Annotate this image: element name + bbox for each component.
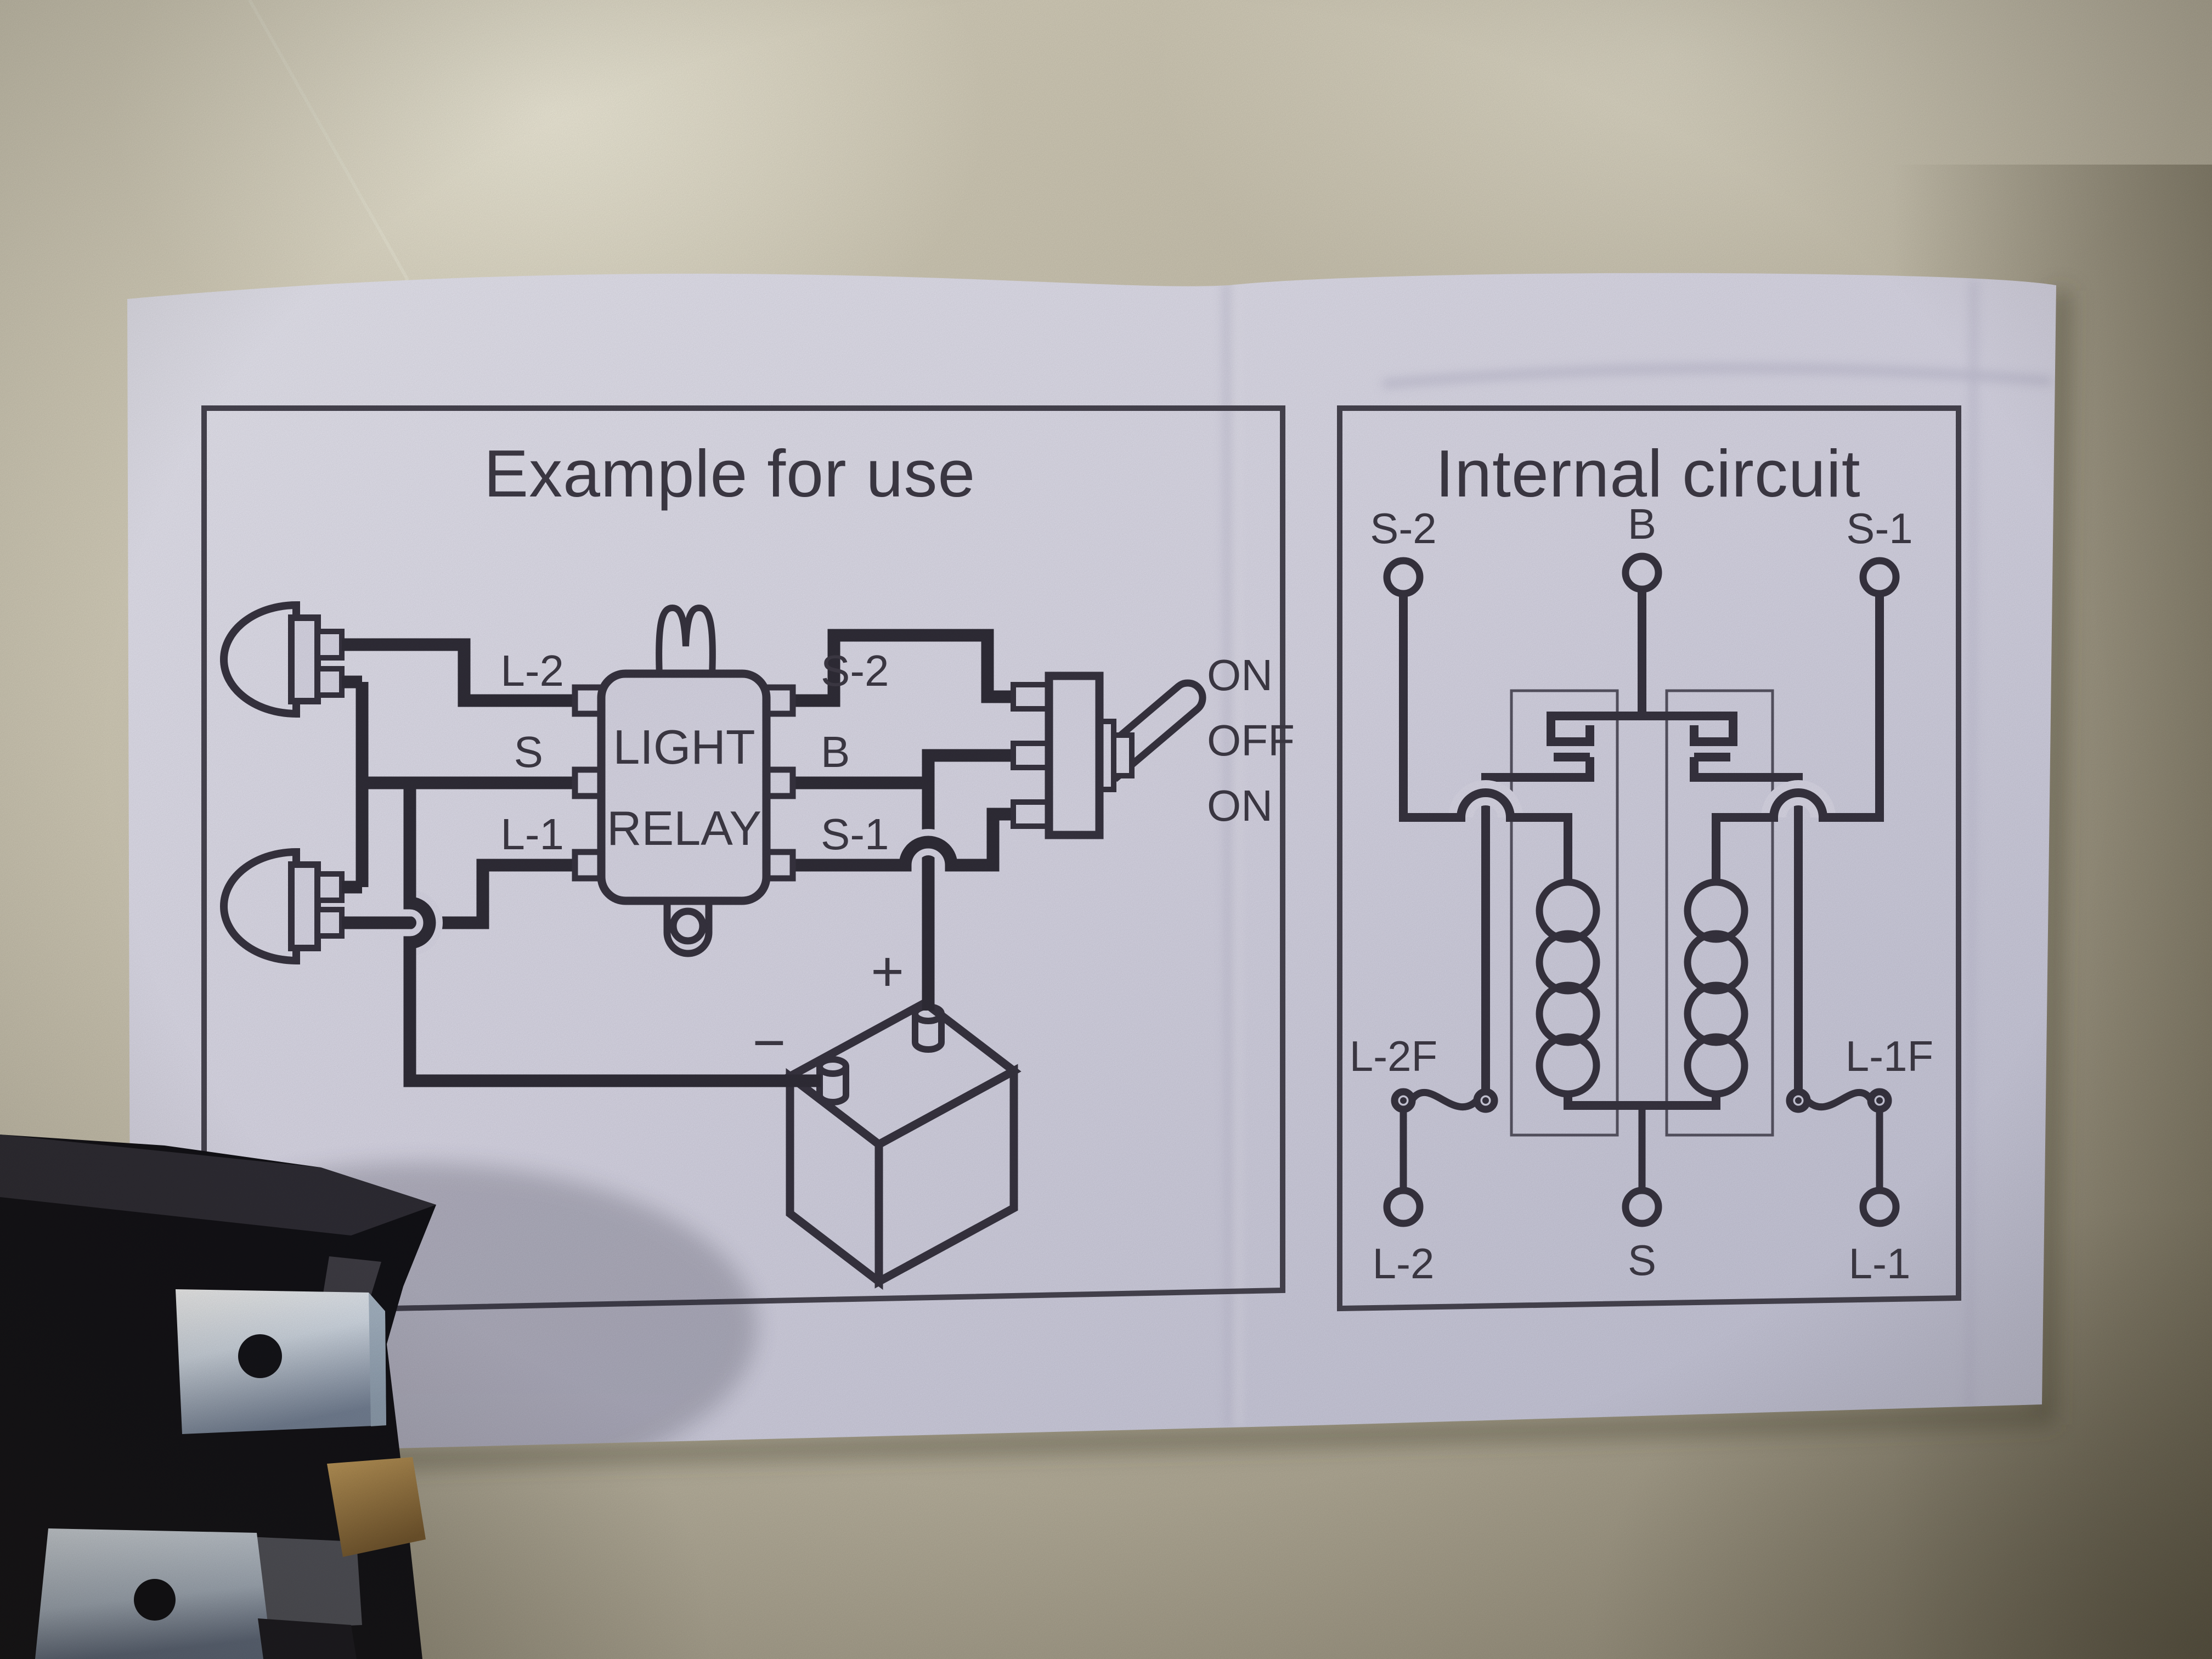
instruction-sheet-photo: Example for use + − <box>0 0 2212 1659</box>
vignette <box>0 0 2212 1659</box>
photo-stage: Example for use + − <box>0 0 2212 1659</box>
